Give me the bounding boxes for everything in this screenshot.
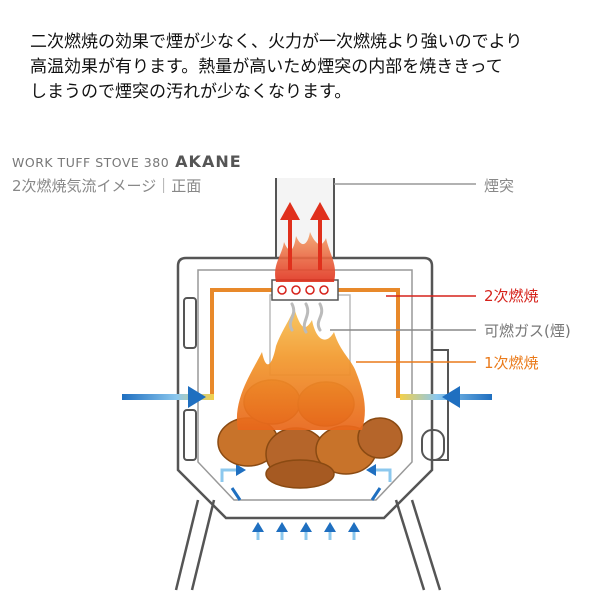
left-intake-arrow-icon <box>188 386 206 408</box>
description-line-1: 二次燃焼の効果で煙が少なく、火力が一次燃焼より強いのでより <box>30 32 523 52</box>
side-handle <box>421 349 449 461</box>
bottom-air-flow <box>220 464 392 540</box>
leader-lines <box>330 183 476 363</box>
description-line-2: 高温効果が有ります。熱量が高いため煙突の内部を焼ききって <box>30 57 503 77</box>
description-text: 二次燃焼の効果で煙が少なく、火力が一次燃焼より強いのでより 高温効果が有ります。… <box>30 30 590 105</box>
chimney-label: 煙突 <box>484 177 515 195</box>
diagram-subtitle: 2次燃焼気流イメージ｜正面 <box>12 177 202 195</box>
hot-air-arrow-right-icon <box>310 202 330 220</box>
hot-air-arrows <box>280 202 330 270</box>
brand-name: AKANE <box>175 152 242 171</box>
side-air-intake <box>122 386 492 408</box>
secondary-burner <box>271 279 339 301</box>
model-number: WORK TUFF STOVE 380 <box>12 155 170 170</box>
stove-legs <box>174 499 442 591</box>
description-line-3: しまうので煙突の汚れが少なくなります。 <box>30 82 352 102</box>
hot-air-arrow-left-icon <box>280 202 300 220</box>
right-intake-arrow-icon <box>442 386 460 408</box>
primary-flame <box>236 308 365 430</box>
door-hinges <box>183 297 197 461</box>
primary-combustion-label: 1次燃焼 <box>484 354 539 372</box>
model-name: WORK TUFF STOVE 380 AKANE <box>12 152 242 171</box>
combustible-gas-smoke <box>288 302 324 334</box>
secondary-combustion-label: 2次燃焼 <box>484 287 539 305</box>
combustible-gas-label: 可燃ガス(煙) <box>484 322 571 340</box>
